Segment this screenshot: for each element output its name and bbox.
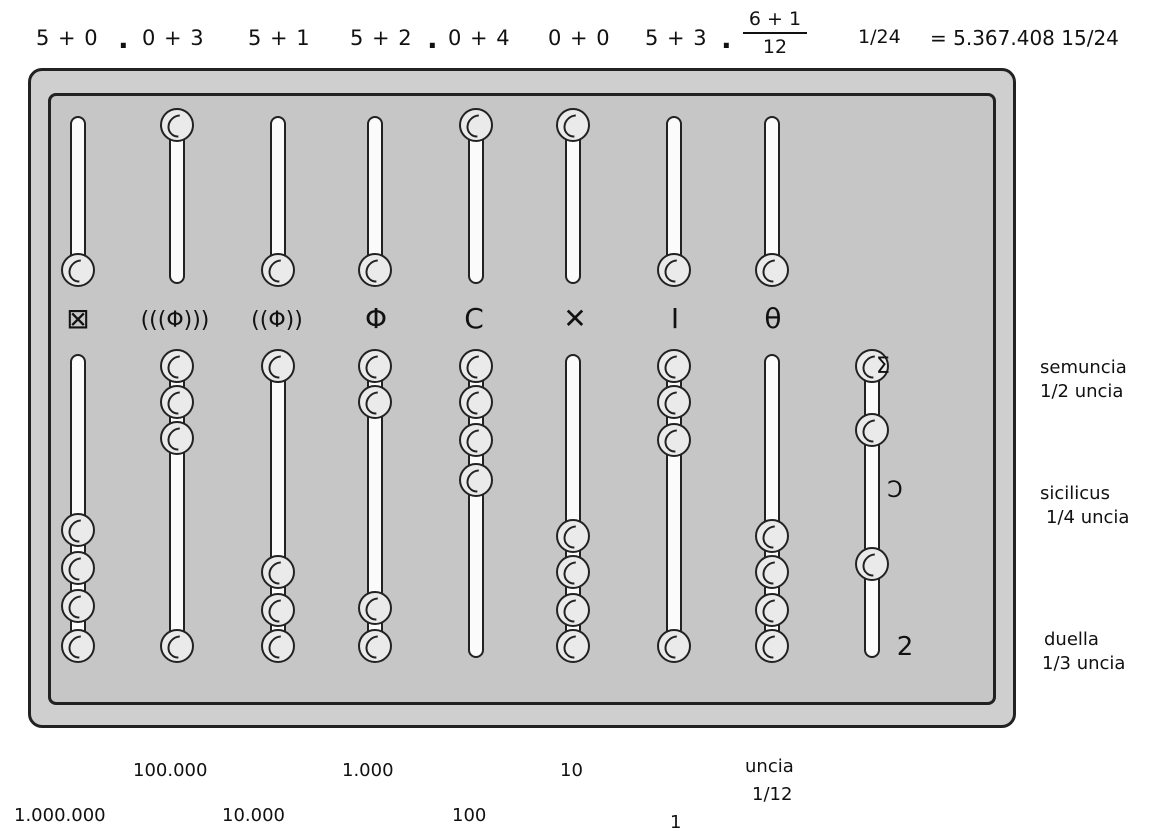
- lower-bead[interactable]: [160, 349, 194, 383]
- lower-bead[interactable]: [556, 593, 590, 627]
- place-value-8: uncia: [745, 756, 794, 777]
- lower-bead[interactable]: [358, 349, 392, 383]
- column-symbol-5: C: [464, 302, 484, 335]
- lower-bead[interactable]: [459, 385, 493, 419]
- lower-bead[interactable]: [657, 385, 691, 419]
- lower-bead[interactable]: [261, 629, 295, 663]
- equation-term-6: 0 + 0: [548, 26, 611, 50]
- upper-bead[interactable]: [261, 253, 295, 287]
- abacus-board: [48, 93, 996, 705]
- equation-dot: .: [427, 22, 438, 55]
- lower-bead[interactable]: [61, 589, 95, 623]
- symbol-duella: 2: [896, 632, 914, 662]
- equation-extra: 1/24: [858, 26, 901, 48]
- label-duella-name: duella: [1044, 629, 1099, 650]
- lower-bead[interactable]: [160, 421, 194, 455]
- lower-bead[interactable]: [755, 555, 789, 589]
- lower-bead[interactable]: [459, 423, 493, 457]
- equation-dot: .: [118, 22, 129, 55]
- column-symbol-3: ((Φ)): [251, 308, 303, 333]
- column-symbol-6: ✕: [563, 302, 587, 335]
- column-symbol-4: Φ: [364, 302, 388, 335]
- upper-bead[interactable]: [556, 108, 590, 142]
- fraction-bar: [743, 32, 807, 34]
- lower-bead[interactable]: [61, 629, 95, 663]
- equation-term-3: 5 + 1: [248, 26, 311, 50]
- lower-bead[interactable]: [556, 519, 590, 553]
- lower-bead[interactable]: [755, 629, 789, 663]
- column-symbol-8: θ: [764, 302, 782, 335]
- place-value-1: 1.000.000: [14, 805, 106, 826]
- equation-term-7: 5 + 3: [645, 26, 708, 50]
- lower-bead[interactable]: [755, 519, 789, 553]
- place-value-4: 1.000: [342, 760, 394, 781]
- label-duella-value: 1/3 uncia: [1042, 653, 1126, 674]
- place-value-8-sub: 1/12: [752, 784, 793, 805]
- label-sicilicus-value: 1/4 uncia: [1046, 507, 1130, 528]
- lower-bead[interactable]: [160, 629, 194, 663]
- lower-bead[interactable]: [358, 385, 392, 419]
- place-value-5: 100: [452, 805, 487, 826]
- upper-bead[interactable]: [657, 253, 691, 287]
- fraction-rod: [864, 352, 880, 658]
- column-symbol-1: ⊠: [66, 302, 90, 335]
- lower-bead[interactable]: [61, 551, 95, 585]
- equation-dot: .: [721, 22, 732, 55]
- lower-bead[interactable]: [261, 593, 295, 627]
- equation-term-1: 5 + 0: [36, 26, 99, 50]
- lower-bead[interactable]: [657, 629, 691, 663]
- upper-bead[interactable]: [160, 108, 194, 142]
- lower-bead[interactable]: [459, 349, 493, 383]
- lower-bead[interactable]: [261, 349, 295, 383]
- equation-term-4: 5 + 2: [350, 26, 413, 50]
- lower-bead[interactable]: [657, 423, 691, 457]
- lower-bead[interactable]: [556, 555, 590, 589]
- lower-bead[interactable]: [459, 463, 493, 497]
- upper-bead[interactable]: [358, 253, 392, 287]
- lower-bead[interactable]: [755, 593, 789, 627]
- lower-bead[interactable]: [61, 513, 95, 547]
- lower-bead[interactable]: [160, 385, 194, 419]
- lower-bead[interactable]: [261, 555, 295, 589]
- upper-bead[interactable]: [755, 253, 789, 287]
- lower-bead[interactable]: [358, 591, 392, 625]
- label-duella: duella 1/3 uncia: [1042, 628, 1126, 676]
- label-sicilicus: sicilicus 1/4 uncia: [1040, 482, 1129, 530]
- lower-bead[interactable]: [657, 349, 691, 383]
- equation-term-5: 0 + 4: [448, 26, 511, 50]
- place-value-6: 10: [560, 760, 583, 781]
- equation-fraction: 6 + 1 12: [743, 8, 807, 58]
- place-value-2: 100.000: [133, 760, 208, 781]
- label-semuncia: semuncia 1/2 uncia: [1040, 356, 1127, 404]
- upper-bead[interactable]: [459, 108, 493, 142]
- place-value-7: 1: [670, 812, 682, 833]
- equation-term-2: 0 + 3: [142, 26, 205, 50]
- fraction-numerator: 6 + 1: [748, 8, 802, 30]
- equation-result: = 5.367.408 15/24: [930, 26, 1119, 50]
- symbol-semuncia: Σ: [876, 354, 890, 379]
- lower-bead[interactable]: [556, 629, 590, 663]
- fraction-bead[interactable]: [855, 547, 889, 581]
- upper-bead[interactable]: [61, 253, 95, 287]
- label-semuncia-name: semuncia: [1040, 357, 1127, 378]
- symbol-sicilicus: Ɔ: [887, 478, 903, 503]
- column-symbol-7: I: [670, 302, 680, 335]
- label-semuncia-value: 1/2 uncia: [1040, 381, 1124, 402]
- place-value-3: 10.000: [222, 805, 285, 826]
- lower-bead[interactable]: [358, 629, 392, 663]
- label-sicilicus-name: sicilicus: [1040, 483, 1110, 504]
- fraction-denominator: 12: [762, 36, 788, 58]
- fraction-bead[interactable]: [855, 349, 889, 383]
- column-symbol-2: (((Φ))): [140, 308, 210, 333]
- fraction-bead[interactable]: [855, 413, 889, 447]
